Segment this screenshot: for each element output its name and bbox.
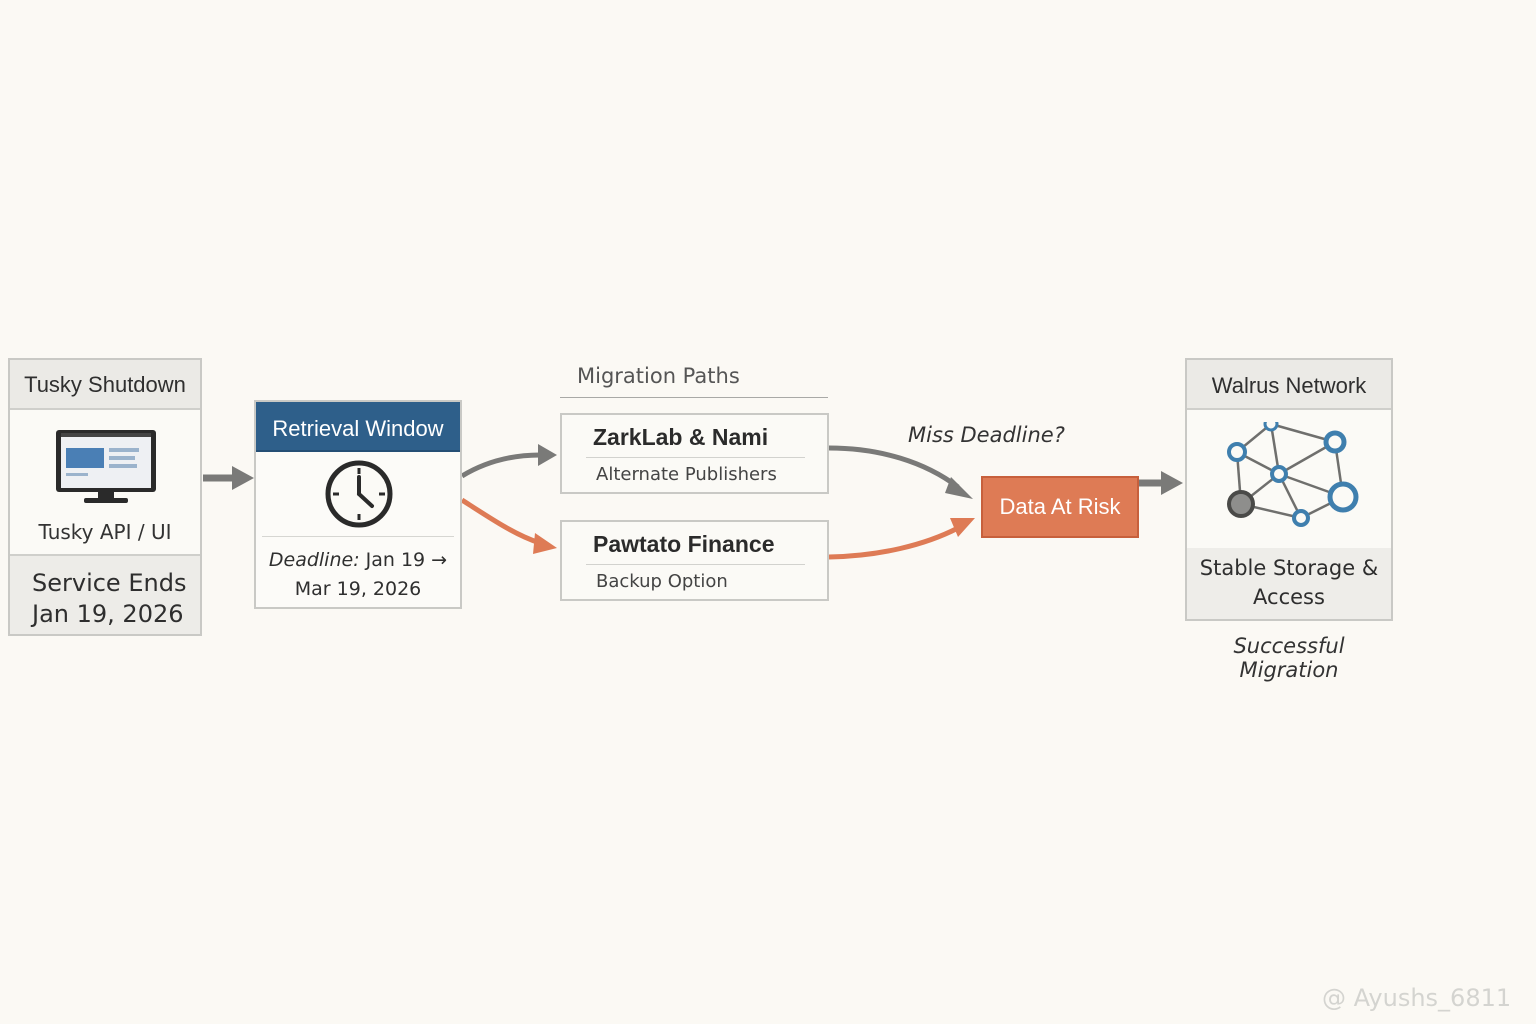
arrow-zarklab-to-risk bbox=[828, 445, 973, 499]
path-pawtato-finance: Pawtato Finance Backup Option bbox=[560, 520, 829, 601]
deadline-start: Jan 19 → bbox=[359, 549, 448, 571]
arrow-tusky-to-retrieval bbox=[203, 466, 254, 490]
arrow-risk-to-walrus bbox=[1139, 471, 1183, 495]
retrieval-title: Retrieval Window bbox=[256, 402, 460, 452]
tusky-api-panel: Tusky API / UI bbox=[10, 410, 200, 556]
retrieval-window-card: Retrieval Window Deadline: Jan 19 → Mar … bbox=[254, 400, 462, 609]
arrow-retrieval-to-zarklab bbox=[460, 444, 557, 479]
walrus-footer: Stable Storage & Access bbox=[1187, 548, 1391, 619]
network-icon bbox=[1227, 422, 1359, 527]
tusky-service-end: Service Ends Jan 19, 2026 bbox=[10, 556, 200, 634]
tusky-title: Tusky Shutdown bbox=[10, 360, 200, 410]
path-subtitle: Alternate Publishers bbox=[596, 464, 777, 485]
tusky-shutdown-card: Tusky Shutdown Tusky API / UI Service En… bbox=[8, 358, 202, 636]
arrow-pawtato-to-risk bbox=[828, 518, 975, 560]
tusky-api-label: Tusky API / UI bbox=[38, 520, 172, 544]
clock-icon bbox=[325, 460, 393, 528]
service-ends-date: Jan 19, 2026 bbox=[32, 600, 184, 628]
deadline-label: Deadline: bbox=[268, 549, 360, 571]
arrow-retrieval-to-pawtato bbox=[460, 497, 557, 554]
walrus-title: Walrus Network bbox=[1187, 360, 1391, 410]
path-name: Pawtato Finance bbox=[593, 531, 775, 557]
path-divider bbox=[586, 457, 805, 458]
retrieval-divider bbox=[262, 536, 454, 537]
path-divider bbox=[586, 564, 805, 565]
miss-deadline-label: Miss Deadline? bbox=[908, 423, 1065, 447]
deadline-end: Mar 19, 2026 bbox=[294, 578, 422, 600]
path-name: ZarkLab & Nami bbox=[593, 424, 769, 450]
retrieval-deadline: Deadline: Jan 19 → Mar 19, 2026 bbox=[256, 546, 460, 604]
watermark: @ Ayushs_6811 bbox=[1322, 984, 1512, 1012]
migration-paths-title: Migration Paths bbox=[560, 364, 828, 398]
data-at-risk-box: Data At Risk bbox=[981, 476, 1139, 538]
successful-migration-label: Successful Migration bbox=[1233, 634, 1345, 682]
service-ends-label: Service Ends bbox=[32, 569, 187, 597]
walrus-network-card: Walrus Network bbox=[1185, 358, 1393, 621]
path-subtitle: Backup Option bbox=[596, 571, 728, 592]
walrus-graphic-panel bbox=[1187, 410, 1391, 548]
monitor-icon bbox=[56, 430, 156, 503]
path-zarklab-nami: ZarkLab & Nami Alternate Publishers bbox=[560, 413, 829, 494]
